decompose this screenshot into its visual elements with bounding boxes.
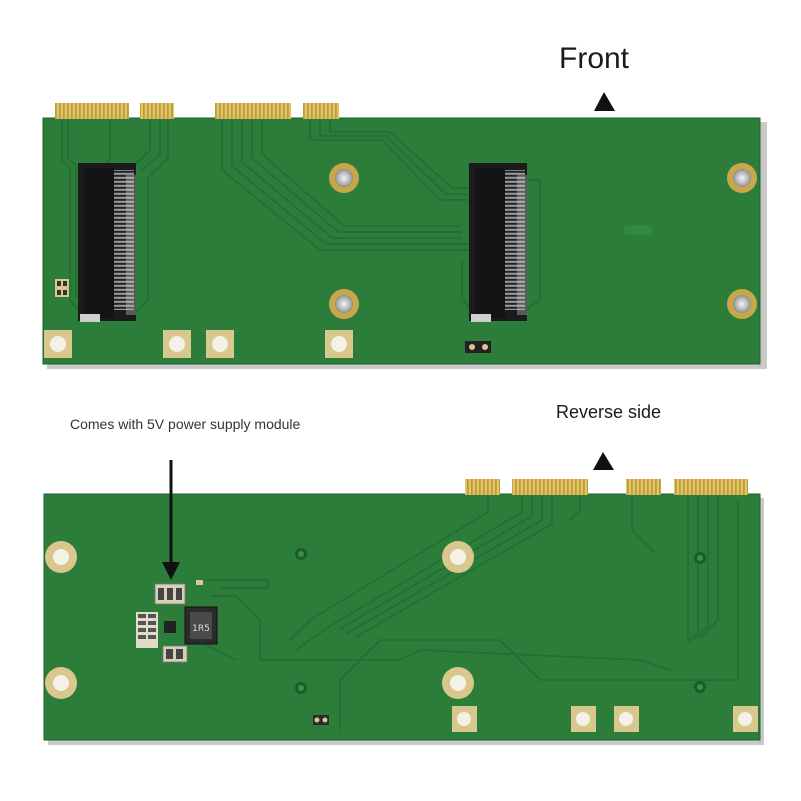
reverse-round-pads bbox=[45, 541, 474, 699]
front-m2-slot-right bbox=[469, 163, 527, 322]
reverse-traces bbox=[195, 496, 739, 730]
front-connector-4 bbox=[303, 103, 339, 119]
front-small-parts bbox=[55, 225, 652, 353]
reverse-mount-pads bbox=[452, 706, 758, 732]
reverse-vias bbox=[295, 548, 706, 694]
front-arrow-icon bbox=[594, 92, 615, 111]
front-traces bbox=[61, 120, 541, 313]
front-screws bbox=[329, 163, 757, 319]
front-mount-pads bbox=[44, 330, 353, 358]
front-connector-3 bbox=[215, 103, 291, 119]
reverse-small-parts bbox=[313, 715, 329, 725]
callout-arrow-icon bbox=[162, 460, 180, 580]
front-connector-2 bbox=[140, 103, 174, 119]
reverse-arrow-icon bbox=[593, 452, 614, 470]
reverse-title: Reverse side bbox=[556, 402, 662, 422]
front-board bbox=[42, 103, 767, 369]
reverse-connector-4 bbox=[674, 479, 748, 495]
inductor-marking: 1R5 bbox=[192, 624, 210, 634]
front-m2-slot-left bbox=[78, 163, 136, 322]
reverse-connector-1 bbox=[465, 479, 500, 495]
front-title: Front bbox=[559, 42, 630, 75]
power-module-callout: Comes with 5V power supply module bbox=[70, 416, 301, 432]
reverse-board: 1R5 bbox=[43, 479, 764, 745]
power-supply-module: 1R5 bbox=[136, 580, 218, 663]
front-connector-1 bbox=[55, 103, 129, 119]
reverse-connector-2 bbox=[512, 479, 588, 495]
reverse-connector-3 bbox=[626, 479, 661, 495]
